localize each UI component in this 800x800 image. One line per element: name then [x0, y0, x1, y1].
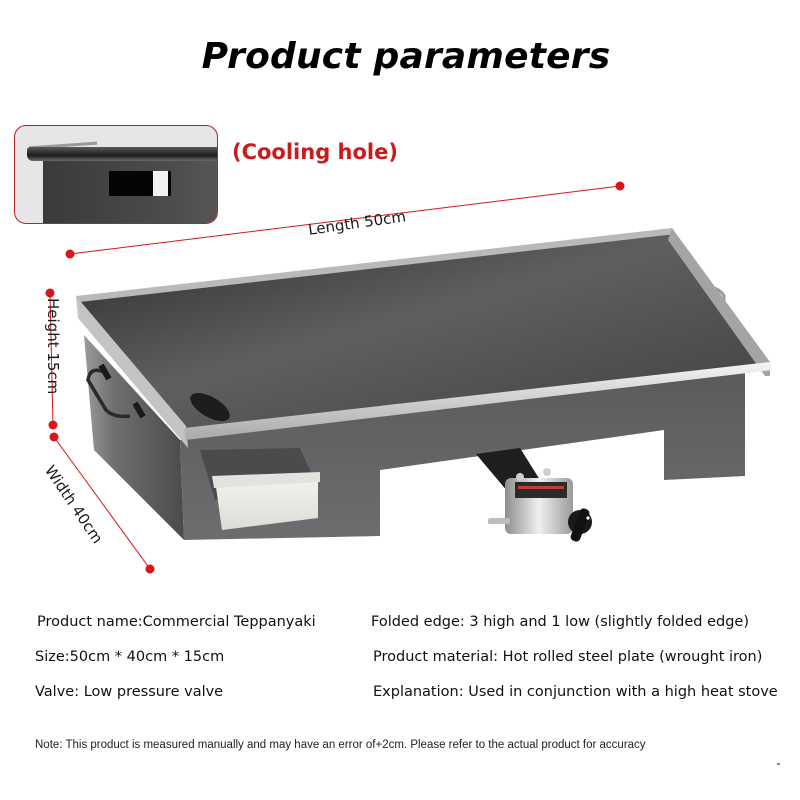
spec-valve: Valve: Low pressure valve — [35, 684, 224, 700]
measurement-note: Note: This product is measured manually … — [35, 739, 646, 751]
spec-folded-edge: Folded edge: 3 high and 1 low (slightly … — [371, 614, 749, 630]
height-label: Height 15cm — [44, 298, 62, 395]
page-title: Product parameters — [201, 36, 611, 77]
spec-material: Product material: Hot rolled steel plate… — [373, 649, 763, 665]
cooling-hole-light — [153, 171, 168, 196]
cooling-hole-detail-image — [14, 125, 218, 224]
spec-product-name: Product name:Commercial Teppanyaki — [37, 614, 316, 630]
stray-mark — [777, 763, 780, 765]
inset-rim — [27, 147, 217, 161]
spec-size: Size:50cm * 40cm * 15cm — [35, 649, 225, 665]
griddle-illustration — [76, 228, 772, 542]
cooling-hole-label: (Cooling hole) — [232, 140, 398, 164]
spec-explanation: Explanation: Used in conjunction with a … — [373, 684, 778, 700]
